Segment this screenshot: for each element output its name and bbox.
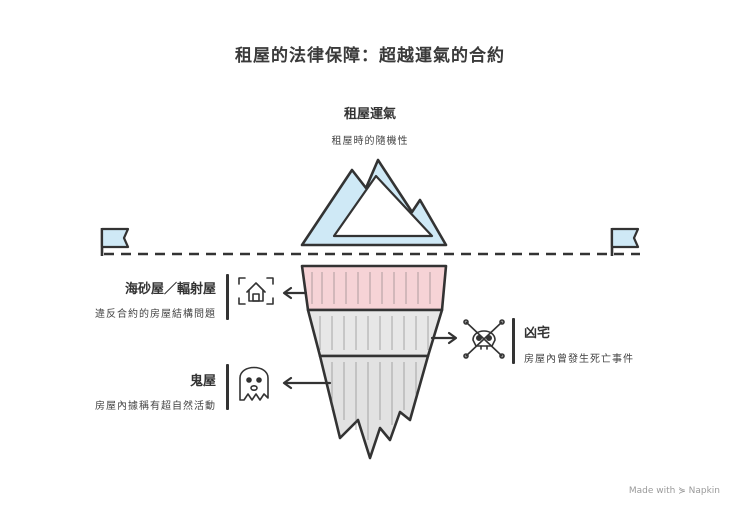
arrow-to-stigmatized-house [430,331,458,345]
arrow-to-sea-sand-house [282,286,308,300]
item-subtitle-stigmatized-house: 房屋內曾發生死亡事件 [524,354,634,365]
iceberg-tip [300,158,448,247]
ghost-icon [239,366,269,401]
item-title-haunted-house: 鬼屋 [189,374,216,389]
item-subtitle-sea-sand-house: 違反合約的房屋結構問題 [95,309,216,320]
item-title-stigmatized-house: 凶宅 [524,326,551,341]
item-divider-stigmatized-house [512,318,515,364]
iceberg-underwater [300,264,448,460]
layer-middle [306,308,444,358]
skull-crossbones-icon [463,319,505,359]
item-title-sea-sand-house: 海砂屋／輻射屋 [124,282,216,297]
left-flag [100,227,130,256]
item-divider-haunted-house [226,364,229,410]
iceberg-tip-title: 租屋運氣 [343,107,396,122]
page-title: 租屋的法律保障：超越運氣的合約 [235,46,505,66]
layer-top [300,264,448,312]
layer-bottom [318,354,430,460]
right-flag [610,227,640,256]
watermark: Made with ⋟ Napkin [628,486,720,496]
house-icon [238,277,274,305]
arrow-to-haunted-house [282,376,332,390]
iceberg-tip-subtitle: 租屋時的隨機性 [331,136,409,147]
item-divider-sea-sand-house [226,274,229,320]
item-subtitle-haunted-house: 房屋內據稱有超自然活動 [95,401,216,412]
